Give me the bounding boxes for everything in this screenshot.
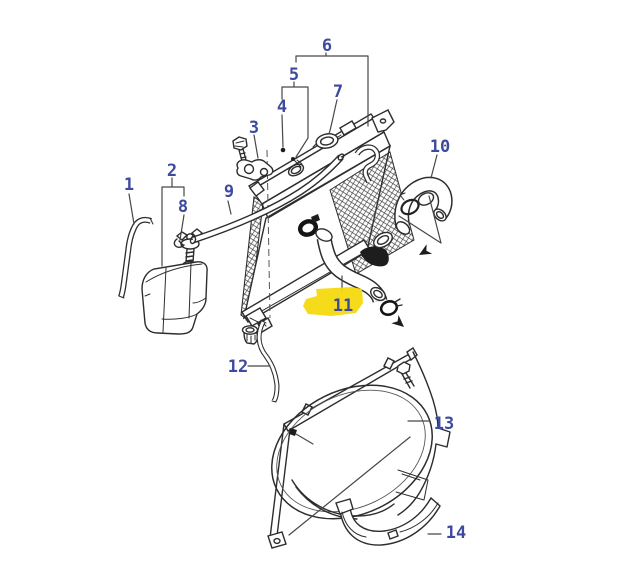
callout-9[interactable]: 9 (224, 182, 234, 202)
hose-clamp-drawing (297, 214, 320, 237)
hose-clip-drawing (173, 238, 185, 248)
reservoir-tank-drawing (141, 228, 208, 335)
lower-radiator-hose-drawing (315, 228, 404, 327)
callout-10[interactable]: 10 (430, 137, 450, 157)
callout-13[interactable]: 13 (434, 414, 454, 434)
leader-lines (128, 52, 442, 535)
fan-shroud-drawing (267, 347, 451, 549)
drain-hose-drawing (256, 319, 280, 403)
highlight-marker-11 (303, 287, 363, 316)
callout-14[interactable]: 14 (446, 523, 466, 543)
lower-fan-shroud-drawing (335, 496, 441, 546)
callout-12[interactable]: 12 (228, 357, 248, 377)
callout-labels: 1 2 3 4 5 6 7 8 9 10 11 12 13 14 (124, 36, 466, 543)
reservoir-hose-drawing (189, 153, 345, 245)
upper-radiator-hose-drawing (394, 176, 453, 255)
callout-3[interactable]: 3 (249, 118, 259, 138)
callout-2[interactable]: 2 (167, 161, 177, 181)
bracket-bolt-drawing (232, 136, 274, 181)
callout-4[interactable]: 4 (277, 97, 287, 117)
callout-6[interactable]: 6 (322, 36, 332, 56)
callout-8[interactable]: 8 (178, 197, 188, 217)
callout-7[interactable]: 7 (333, 82, 343, 102)
callout-5[interactable]: 5 (289, 65, 299, 85)
callout-1[interactable]: 1 (124, 175, 134, 195)
callout-11[interactable]: 11 (333, 296, 353, 316)
radiator-cap-drawing (312, 133, 342, 149)
overflow-hose-drawing (118, 216, 154, 299)
